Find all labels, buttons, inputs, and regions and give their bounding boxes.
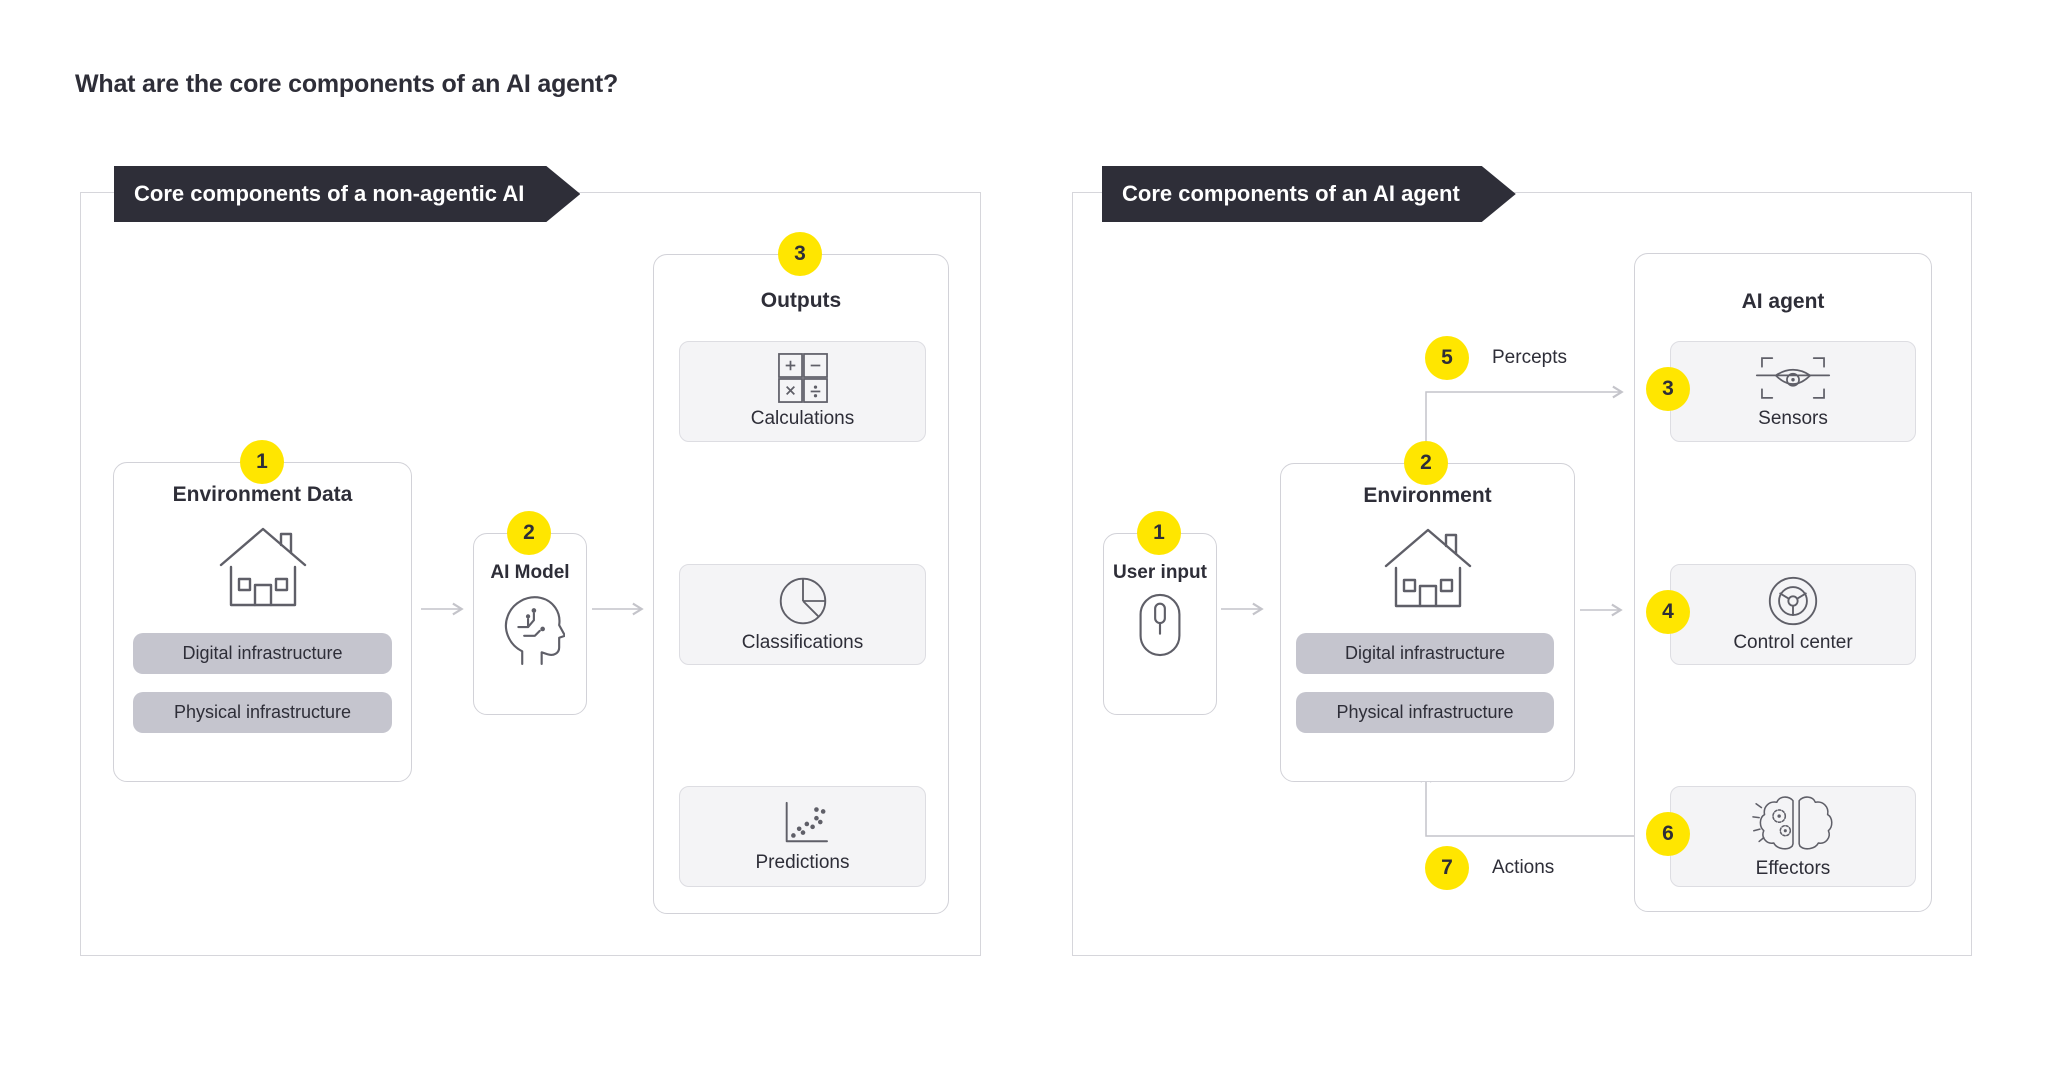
arrow-actions [1419, 771, 1648, 837]
badge-3-right: 3 [1646, 367, 1690, 411]
badge-7-actions: 7 [1425, 846, 1469, 890]
user-input-title: User input [1113, 562, 1207, 583]
card-sensors-label: Sensors [1758, 408, 1828, 429]
house-icon [219, 527, 306, 607]
actions-label: Actions [1492, 857, 1555, 878]
outputs-column: Outputs Calculations [653, 254, 949, 914]
card-control-center-label: Control center [1733, 632, 1853, 653]
card-calculations: Calculations [679, 341, 926, 442]
calculator-icon [777, 353, 828, 403]
card-sensors: Sensors [1670, 341, 1916, 442]
mouse-icon [1139, 593, 1181, 657]
pill-physical-infrastructure: Physical infrastructure [1296, 692, 1554, 733]
pill-digital-infrastructure-label: Digital infrastructure [182, 643, 343, 663]
card-calculations-label: Calculations [750, 408, 855, 429]
scatter-plot-icon [785, 801, 828, 843]
environment-title: Environment [1363, 484, 1492, 507]
eye-scan-icon [1755, 357, 1831, 399]
ai-head-circuit-icon [504, 596, 565, 666]
outputs-title: Outputs [760, 289, 842, 312]
pill-digital-infrastructure: Digital infrastructure [133, 633, 392, 674]
brain-gears-icon [1752, 796, 1833, 850]
banner-ai-agent: Core components of an AI agent [1102, 166, 1516, 222]
badge-2-left: 2 [507, 511, 551, 555]
badge-1-right: 1 [1137, 511, 1181, 555]
badge-2-right: 2 [1404, 441, 1448, 485]
pie-chart-icon [779, 577, 826, 625]
steering-wheel-icon [1768, 576, 1818, 626]
badge-5-percepts: 5 [1425, 336, 1469, 380]
ai-model-title: AI Model [490, 562, 570, 583]
pill-physical-infrastructure: Physical infrastructure [133, 692, 392, 733]
ai-model-box: AI Model [473, 533, 587, 715]
card-effectors-label: Effectors [1755, 858, 1831, 879]
banner-non-agentic-ai: Core components of a non-agentic AI [114, 166, 580, 222]
card-effectors: Effectors [1670, 786, 1916, 887]
card-classifications: Classifications [679, 564, 926, 665]
panel-ai-agent [1072, 192, 1972, 956]
card-classifications-label: Classifications [741, 632, 864, 653]
environment-data-box: Environment Data Digital infrastructure … [113, 462, 412, 782]
house-icon [1384, 528, 1471, 608]
card-predictions: Predictions [679, 786, 926, 887]
card-predictions-label: Predictions [755, 852, 850, 873]
ai-agent-title: AI agent [1741, 290, 1825, 313]
pill-digital-infrastructure-label: Digital infrastructure [1344, 643, 1506, 663]
percepts-label: Percepts [1492, 347, 1567, 368]
badge-6-right: 6 [1646, 812, 1690, 856]
badge-4-right: 4 [1646, 590, 1690, 634]
badge-1-left: 1 [240, 440, 284, 484]
banner-non-agentic-ai-label: Core components of a non-agentic AI [134, 181, 525, 206]
pill-physical-infrastructure-label: Physical infrastructure [173, 702, 352, 722]
arrow-percepts [1425, 385, 1624, 446]
ai-agent-column: AI agent Sensors [1634, 253, 1932, 912]
banner-ai-agent-label: Core components of an AI agent [1122, 181, 1460, 206]
page-title: What are the core components of an AI ag… [75, 70, 619, 98]
environment-box: Environment Digital infrastructure Physi… [1280, 463, 1575, 782]
card-control-center: Control center [1670, 564, 1916, 665]
badge-3-left: 3 [778, 232, 822, 276]
pill-physical-infrastructure-label: Physical infrastructure [1336, 702, 1514, 722]
pill-digital-infrastructure: Digital infrastructure [1296, 633, 1554, 674]
user-input-box: User input [1103, 533, 1217, 715]
environment-data-title: Environment Data [172, 483, 353, 506]
